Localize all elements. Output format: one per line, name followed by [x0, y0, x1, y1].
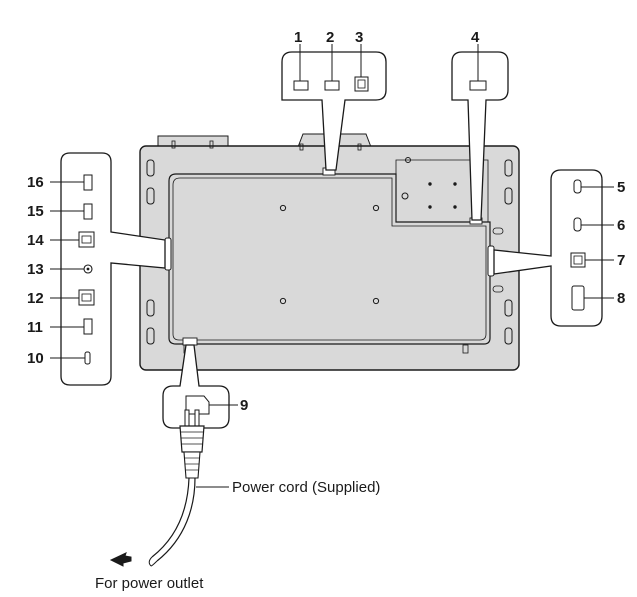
label-15: 15	[27, 203, 44, 220]
label-4: 4	[471, 29, 480, 46]
port-16-icon	[83, 174, 93, 191]
label-13: 13	[27, 261, 44, 278]
label-12: 12	[27, 290, 44, 307]
callout-right	[493, 169, 614, 327]
usb-b-port-3-icon	[354, 76, 369, 92]
power-outlet-caption: For power outlet	[95, 575, 204, 592]
callout-left	[50, 152, 166, 386]
callout-top-left	[281, 44, 387, 171]
label-6: 6	[617, 217, 625, 234]
label-16: 16	[27, 174, 44, 191]
rj45-port-14-icon	[78, 231, 95, 248]
port-5-icon	[573, 179, 582, 194]
label-9: 9	[240, 397, 248, 414]
port-15-icon	[83, 203, 93, 220]
callout-top-right	[451, 44, 509, 221]
label-11: 11	[27, 319, 43, 336]
label-14: 14	[27, 232, 44, 249]
label-10: 10	[27, 350, 44, 367]
label-5: 5	[617, 179, 625, 196]
usb-port-2-icon	[324, 80, 340, 91]
usb-b-port-7-icon	[570, 252, 586, 268]
power-cord	[109, 409, 229, 567]
power-cord-caption: Power cord (Supplied)	[232, 479, 380, 496]
callout-bottom	[162, 344, 238, 429]
monitor-rear-housing	[139, 133, 520, 371]
arrow-left-icon	[109, 552, 132, 567]
label-7: 7	[617, 252, 625, 269]
rj45-port-12-icon	[78, 289, 95, 306]
port-11-icon	[83, 318, 93, 335]
label-1: 1	[294, 29, 302, 46]
port-6-icon	[573, 217, 582, 232]
hdmi-port-8-icon	[571, 285, 585, 311]
label-8: 8	[617, 290, 625, 307]
label-2: 2	[326, 29, 334, 46]
lan-port-4-icon	[469, 80, 487, 91]
label-3: 3	[355, 29, 363, 46]
port-10-icon	[84, 351, 91, 365]
usb-port-1-icon	[293, 80, 309, 91]
